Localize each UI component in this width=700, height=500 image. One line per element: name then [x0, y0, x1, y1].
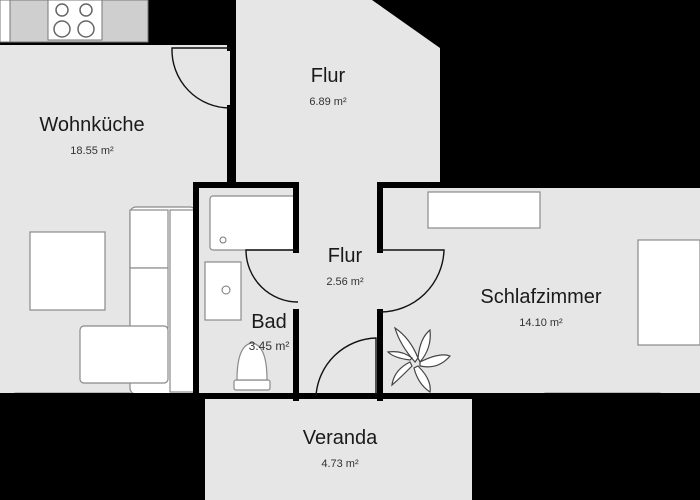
table-icon	[29, 231, 106, 311]
toilet-icon	[233, 342, 271, 391]
door-kitchen	[171, 47, 231, 109]
room-name-schlafzimmer: Schlafzimmer	[480, 286, 601, 308]
room-area-bad: 3.45 m²	[249, 339, 290, 353]
room-area-schlafzimmer: 14.10 m²	[519, 317, 563, 329]
walls	[0, 0, 700, 398]
door-bedroom	[379, 249, 445, 313]
door-bath	[245, 249, 299, 303]
shower-icon	[209, 195, 297, 251]
sofa-icon	[79, 206, 197, 395]
floor-veranda	[205, 398, 472, 500]
kitchen-counter	[0, 0, 149, 43]
room-area-wohnkueche: 18.55 m²	[70, 145, 114, 157]
bed-icon	[637, 239, 700, 346]
room-area-flur-center: 2.56 m²	[326, 276, 364, 288]
room-area-flur-top: 6.89 m²	[309, 96, 347, 108]
room-name-flur-center: Flur	[328, 245, 363, 267]
room-area-veranda: 4.73 m²	[321, 458, 359, 470]
room-name-bad: Bad	[251, 311, 287, 333]
room-name-flur-top: Flur	[311, 65, 346, 87]
room-labels: Wohnküche 18.55 m² Flur 6.89 m² Flur 2.5…	[39, 65, 602, 470]
floor-schlafzimmer	[385, 188, 700, 395]
sink-icon	[204, 261, 242, 321]
wardrobe-icon	[427, 191, 541, 229]
floor-flur-top	[236, 0, 440, 185]
room-name-wohnkueche: Wohnküche	[39, 114, 144, 136]
door-veranda	[315, 337, 377, 397]
doors	[171, 47, 445, 397]
plant-icon	[386, 326, 452, 394]
room-name-veranda: Veranda	[303, 427, 378, 449]
